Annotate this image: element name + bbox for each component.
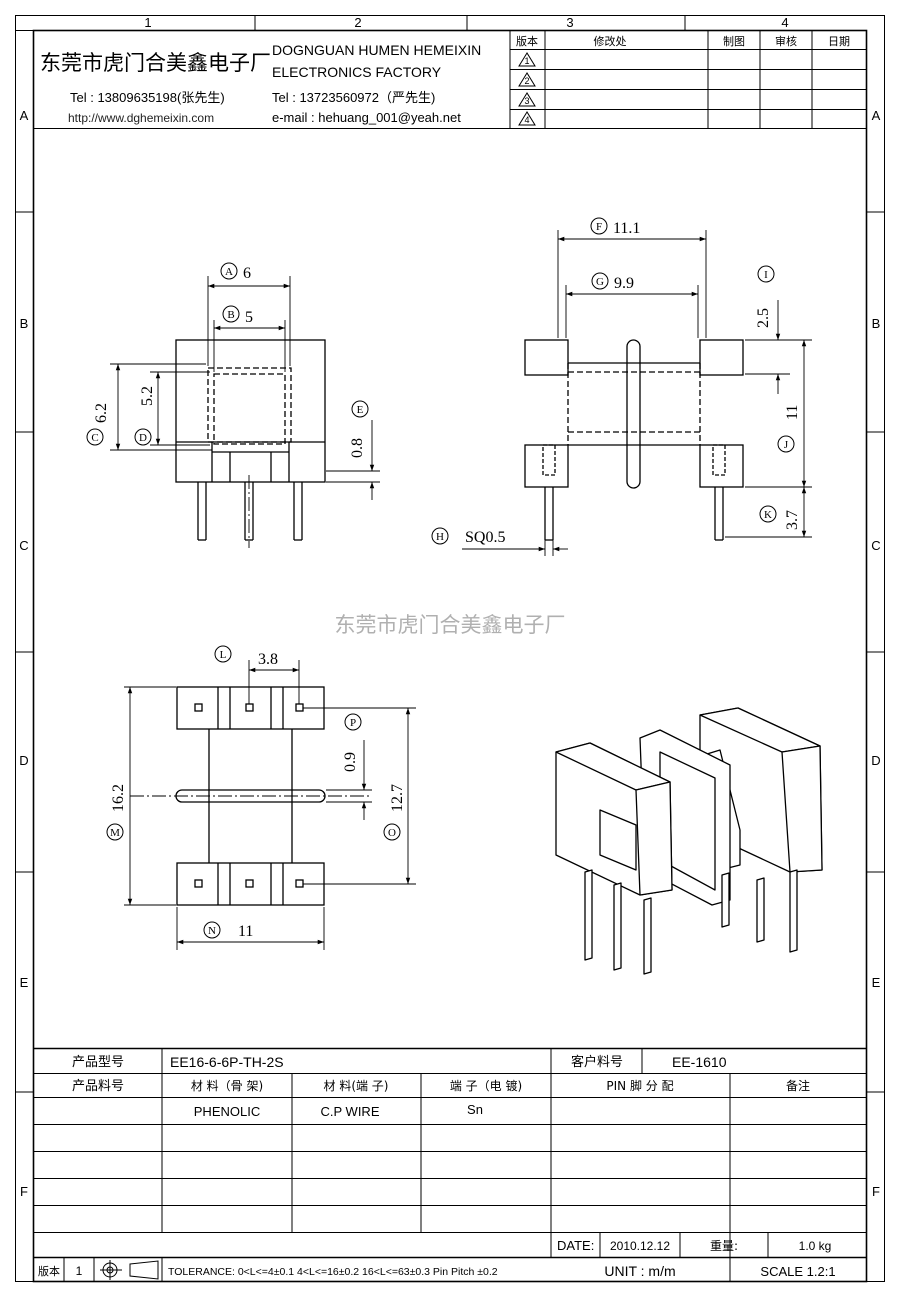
dim-H-value: SQ0.5 bbox=[465, 529, 505, 546]
zone-col-1: 1 bbox=[144, 15, 151, 30]
rev-mark-4: 4 bbox=[524, 115, 529, 125]
header-material-terminal: 材 料(端 子) bbox=[324, 1079, 389, 1093]
dim-L-letter: L bbox=[220, 649, 227, 661]
value-plating: Sn bbox=[467, 1102, 483, 1117]
dim-F-value: 11.1 bbox=[613, 220, 640, 237]
label-date: DATE: bbox=[557, 1238, 594, 1253]
dim-E-value: 0.8 bbox=[349, 438, 366, 458]
dim-C-letter: C bbox=[91, 432, 98, 444]
label-product-model: 产品型号 bbox=[72, 1055, 124, 1070]
dim-N-value: 11 bbox=[238, 923, 253, 940]
dim-I-letter: I bbox=[764, 269, 768, 281]
dim-P-letter: P bbox=[350, 717, 356, 729]
zone-row-f-right: F bbox=[872, 1184, 880, 1199]
value-material-terminal: C.P WIRE bbox=[321, 1104, 380, 1119]
label-version: 版本 bbox=[38, 1264, 60, 1278]
rev-header-drawn: 制图 bbox=[723, 35, 745, 48]
zone-col-3: 3 bbox=[566, 15, 573, 30]
dim-J-value: 11 bbox=[784, 405, 801, 420]
dim-G-letter: G bbox=[596, 276, 604, 288]
side-view bbox=[524, 339, 744, 541]
header-remark: 备注 bbox=[786, 1078, 810, 1093]
value-customer-part: EE-1610 bbox=[672, 1054, 727, 1070]
zone-row-e-right: E bbox=[872, 975, 881, 990]
value-version: 1 bbox=[76, 1264, 83, 1278]
label-customer-part: 客户料号 bbox=[571, 1054, 623, 1070]
dim-B-value: 5 bbox=[245, 309, 253, 326]
value-weight: 1.0 kg bbox=[799, 1239, 832, 1253]
tolerance-note: TOLERANCE: 0<L<=4±0.1 4<L<=16±0.2 16<L<=… bbox=[168, 1266, 498, 1278]
zone-row-e-left: E bbox=[20, 975, 29, 990]
company-tel-1: Tel : 13809635198(张先生) bbox=[70, 90, 225, 105]
dim-I-value: 2.5 bbox=[755, 308, 772, 328]
zone-row-c-right: C bbox=[871, 538, 880, 553]
label-weight: 重量: bbox=[710, 1239, 738, 1253]
scale-note: SCALE 1.2:1 bbox=[760, 1264, 835, 1279]
dim-M-value: 16.2 bbox=[110, 784, 127, 812]
company-tel-2: Tel : 13723560972（严先生) bbox=[272, 90, 435, 105]
zone-row-c-left: C bbox=[19, 538, 28, 553]
header-material-bobbin: 材 料（骨 架) bbox=[191, 1079, 263, 1093]
zone-col-2: 2 bbox=[354, 15, 361, 30]
zone-row-d-right: D bbox=[871, 753, 880, 768]
zone-row-b-left: B bbox=[20, 316, 29, 331]
dim-C-value: 6.2 bbox=[93, 403, 110, 423]
rev-header-checked: 审核 bbox=[775, 34, 797, 48]
dim-G-value: 9.9 bbox=[614, 275, 634, 292]
dim-H-letter: H bbox=[436, 531, 444, 543]
rev-mark-3: 3 bbox=[524, 96, 529, 106]
header-terminal-plating: 端 子（电 镀) bbox=[450, 1079, 522, 1093]
company-email: e-mail : hehuang_001@yeah.net bbox=[272, 110, 461, 125]
dim-J-letter: J bbox=[784, 439, 789, 451]
dim-O-value: 12.7 bbox=[389, 784, 406, 812]
dim-D-letter: D bbox=[139, 432, 147, 444]
dim-K-value: 3.7 bbox=[784, 510, 801, 530]
value-material-bobbin: PHENOLIC bbox=[194, 1104, 260, 1119]
value-date: 2010.12.12 bbox=[610, 1239, 670, 1253]
dim-O-letter: O bbox=[388, 827, 396, 839]
dim-A-value: 6 bbox=[243, 265, 251, 282]
company-name-cn: 东莞市虎门合美鑫电子厂 bbox=[40, 51, 271, 75]
front-view bbox=[175, 339, 326, 541]
dim-D-value: 5.2 bbox=[139, 386, 156, 406]
dim-L-value: 3.8 bbox=[258, 651, 278, 668]
dim-B-letter: B bbox=[227, 309, 234, 321]
zone-row-a-left: A bbox=[20, 108, 29, 123]
rev-mark-2: 2 bbox=[524, 76, 529, 86]
zone-row-a-right: A bbox=[872, 108, 881, 123]
rev-header-version: 版本 bbox=[516, 34, 538, 48]
company-name-en-1: DOGNGUAN HUMEN HEMEIXIN bbox=[272, 42, 481, 58]
dim-F-letter: F bbox=[596, 221, 602, 233]
zone-row-f-left: F bbox=[20, 1184, 28, 1199]
zone-row-b-right: B bbox=[872, 316, 881, 331]
header-pin-assignment: PIN 脚 分 配 bbox=[606, 1078, 673, 1093]
dim-K-letter: K bbox=[764, 509, 772, 521]
zone-col-4: 4 bbox=[781, 15, 788, 30]
rev-header-change: 修改处 bbox=[594, 34, 627, 48]
company-website-link[interactable]: http://www.dghemeixin.com bbox=[68, 111, 214, 125]
value-product-model: EE16-6-6P-TH-2S bbox=[170, 1054, 284, 1070]
label-product-part: 产品料号 bbox=[72, 1079, 124, 1094]
isometric-view bbox=[555, 707, 823, 975]
rev-header-date: 日期 bbox=[828, 35, 850, 48]
company-name-en-2: ELECTRONICS FACTORY bbox=[272, 64, 442, 80]
inner-frame bbox=[32, 29, 868, 1283]
dim-A-letter: A bbox=[225, 266, 233, 278]
dim-P-value: 0.9 bbox=[342, 752, 359, 772]
rev-mark-1: 1 bbox=[524, 56, 529, 66]
dim-M-letter: M bbox=[110, 827, 120, 839]
dim-N-letter: N bbox=[208, 925, 216, 937]
watermark: 东莞市虎门合美鑫电子厂 bbox=[335, 613, 566, 637]
unit-note: UNIT : m/m bbox=[604, 1263, 675, 1279]
dim-E-letter: E bbox=[357, 404, 364, 416]
zone-row-d-left: D bbox=[19, 753, 28, 768]
